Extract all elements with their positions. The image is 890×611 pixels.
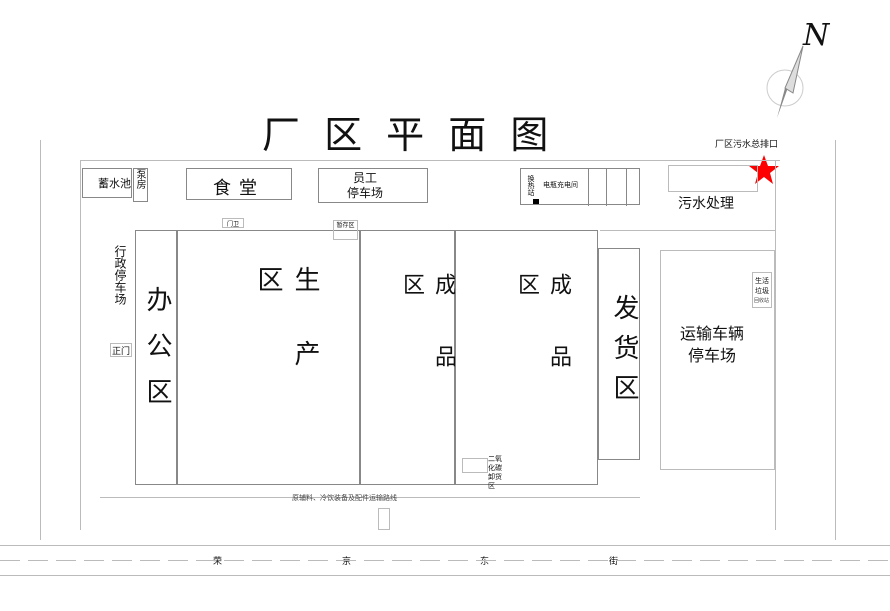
street-char-2: 京: [342, 557, 352, 567]
ev-charging-label: 电瓶充电间: [543, 181, 578, 189]
canteen: 食堂: [186, 168, 292, 200]
divider: [606, 169, 607, 206]
finished-goods-area-2: 成品区: [455, 230, 598, 485]
shipping-area: 发货区: [598, 248, 640, 460]
domestic-waste: 生活垃圾: [752, 272, 772, 308]
production-area: 生产区: [177, 230, 360, 485]
main-gate: 正门: [110, 343, 132, 357]
office-label: 办公区: [142, 286, 172, 424]
street-char-1: 荣: [213, 557, 223, 567]
domestic-waste-label: 生活垃圾: [755, 277, 769, 295]
inner-road-east: [600, 230, 775, 231]
office-area: 办公区: [135, 230, 177, 485]
street-centerline: [0, 560, 890, 561]
outfall-star-icon: [749, 155, 779, 184]
north-label: N: [803, 18, 830, 53]
co2-unloading-label: 二氧化碳卸货区: [488, 455, 502, 490]
divider: [588, 169, 589, 206]
street-edge-bottom: [0, 575, 890, 576]
gate-post: [378, 508, 390, 530]
utility-buildings: 换热站 电瓶充电间: [520, 168, 640, 206]
reservoir-label: 蓄水池: [98, 177, 131, 190]
production-label: 生产区: [253, 266, 320, 414]
boundary-top: [80, 160, 780, 161]
street-char-4: 街: [609, 557, 619, 567]
sewage-plant: [668, 165, 758, 192]
canteen-label: 食堂: [213, 178, 265, 199]
divider: [626, 169, 627, 206]
road-east: [835, 140, 836, 540]
plan-title: 厂 区 平 面 图: [262, 113, 555, 157]
road-west: [40, 140, 41, 540]
boundary-left: [80, 160, 81, 530]
finished-goods-1-label: 成品区: [399, 273, 456, 417]
transport-parking-label: 运输车辆 停车场: [680, 324, 745, 365]
boundary-right: [775, 160, 776, 530]
staff-parking-label: 员工 停车场: [347, 171, 384, 200]
inner-road: [100, 497, 640, 498]
transport-parking: [660, 250, 775, 470]
sewage-label: 污水处理: [678, 196, 734, 212]
street-edge-top: [0, 545, 890, 546]
route-note: 原辅料、冷饮装备及配件运输路线: [292, 494, 397, 502]
small-room: 门卫: [222, 218, 244, 228]
street-char-3: 东: [480, 557, 490, 567]
equipment-marker: [533, 199, 539, 204]
north-arrow-icon: [766, 45, 804, 118]
staff-parking: 员工 停车场: [318, 168, 428, 203]
admin-parking-label: 行政停车场: [113, 245, 127, 305]
heat-exchange-label: 换热站: [527, 175, 535, 196]
outfall-label: 厂区污水总排口: [715, 140, 779, 150]
recycling-label: 回收站: [754, 298, 770, 304]
finished-goods-area-1: 成品区: [360, 230, 456, 485]
finished-goods-2-label: 成品区: [514, 273, 571, 417]
pump-room: 泵房: [133, 168, 148, 202]
temp-storage: 暂存区: [333, 220, 358, 240]
shipping-label: 发货区: [609, 294, 639, 414]
reservoir: 蓄水池: [82, 168, 132, 198]
co2-tank: [462, 458, 488, 473]
